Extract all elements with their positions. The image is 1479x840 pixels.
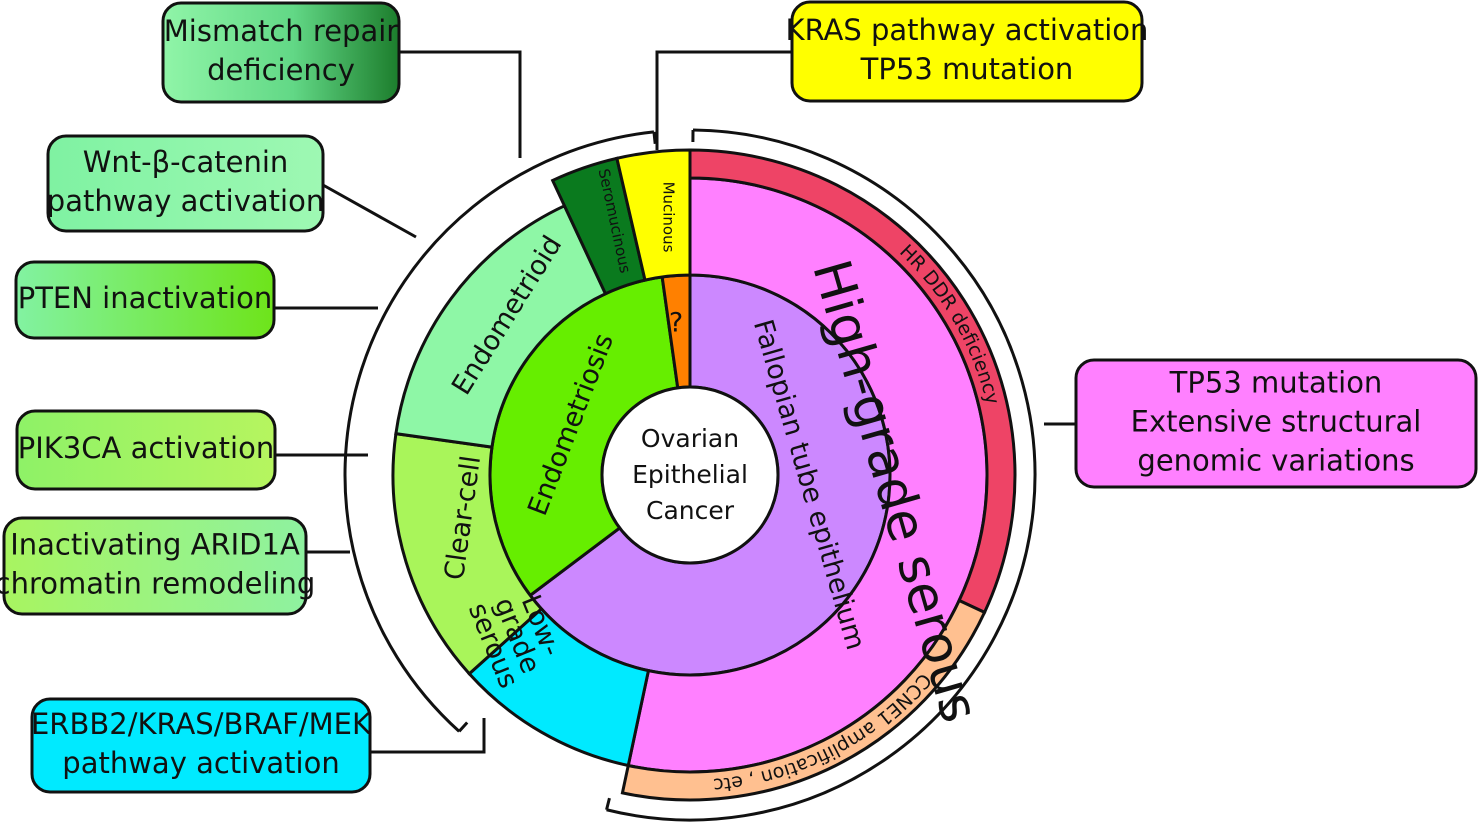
center-label: Epithelial [632,460,748,489]
pik3ca-box-text: PIK3CA activation [18,431,274,465]
connector-line [370,718,486,754]
arid1a-box-text: Inactivating ARID1A [10,528,300,562]
bracket-tick [605,797,611,811]
center-circle [600,385,780,565]
wnt-box: Wnt-β-catenin pathway activation [46,134,325,233]
erbb2-box-text: pathway activation [62,746,339,780]
center-label: Cancer [646,496,735,525]
tp53-box-text: TP53 mutation [1169,366,1383,400]
connector-line [399,50,522,158]
bracket-tick [458,721,469,733]
wnt-box-text: Wnt-β-catenin [83,145,289,179]
wnt-box-text: pathway activation [47,184,324,218]
tp53-box-text: Extensive structural [1131,405,1422,439]
pten-box: PTEN inactivation [14,260,276,340]
kras-box-text: TP53 mutation [860,52,1074,86]
connector-line [322,183,417,239]
endometriosis-bracket [343,130,655,733]
tp53-box-text: genomic variations [1137,444,1414,478]
mucinous-segment [615,148,692,282]
center-label: Ovarian [641,424,739,453]
bracket-tick [652,131,657,144]
mismatch-box: Mismatch repair deficiency [161,1,401,104]
erbb2-box-text: ERBB2/KRAS/BRAF/MEK [31,707,372,741]
pten-box-text: PTEN inactivation [18,281,273,315]
pik3ca-box: PIK3CA activation [15,409,277,491]
arid1a-box: Inactivating ARID1A chromatin remodeling [0,516,315,616]
kras-box-text: KRAS pathway activation [786,13,1149,47]
ccne1-segment [620,598,987,802]
high-grade-bracket [606,128,1037,822]
mismatch-box-text: deficiency [207,53,355,87]
mucinous-label: Mucinous [660,182,678,253]
connector-line [655,50,792,150]
mismatch-box-text: Mismatch repair [164,14,398,48]
unknown-label: ? [669,308,683,339]
erbb2-box: ERBB2/KRAS/BRAF/MEK pathway activation [30,697,372,794]
arid1a-box-text: chromatin remodeling [0,567,315,601]
